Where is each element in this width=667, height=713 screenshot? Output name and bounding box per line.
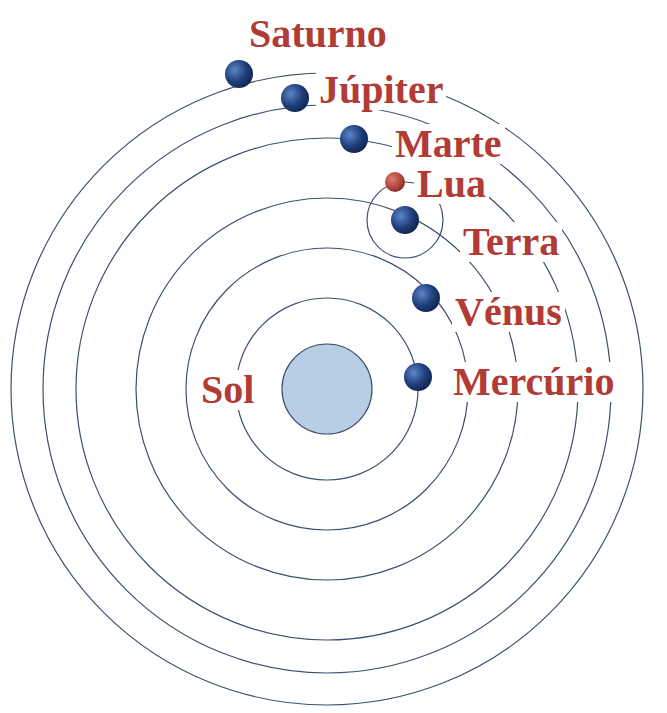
planet-label: Sol [198, 370, 257, 410]
sun [282, 344, 372, 434]
orbit [236, 298, 418, 480]
planet [412, 284, 440, 312]
orbit [186, 248, 468, 530]
planet [340, 125, 368, 153]
orbit [11, 73, 643, 705]
planet-label: Júpiter [316, 70, 446, 110]
planet [225, 60, 253, 88]
planet [391, 206, 419, 234]
planet [404, 363, 432, 391]
planet-label: Lua [414, 164, 489, 204]
planet [281, 84, 309, 112]
planet-label: Mercúrio [450, 362, 617, 402]
moon [385, 172, 405, 192]
planet-label: Saturno [246, 14, 390, 54]
planet-label: Terra [460, 222, 562, 262]
planet-label: Marte [392, 124, 505, 164]
planet-label: Vénus [452, 292, 565, 332]
